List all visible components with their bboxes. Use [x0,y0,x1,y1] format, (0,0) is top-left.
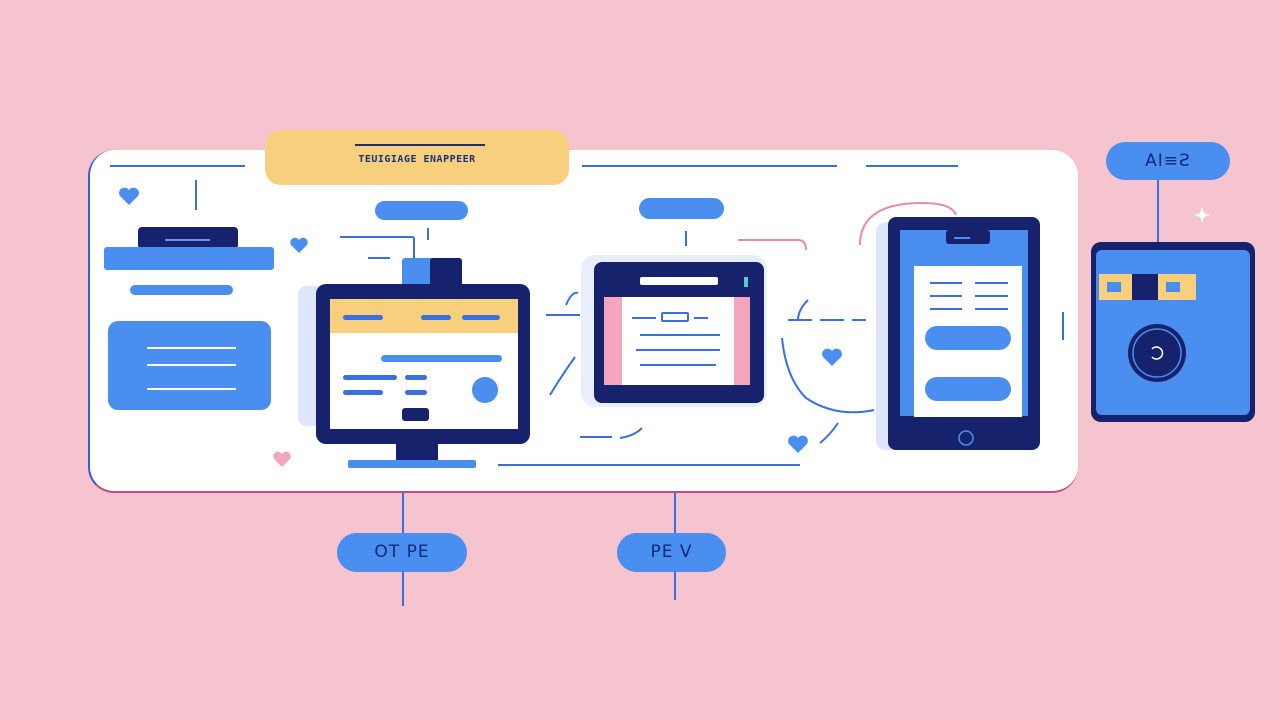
heart-icon [822,348,842,366]
heart-icon [119,187,139,205]
sparkle-icon [1194,207,1210,223]
phone-icon [876,217,1040,450]
left-card-group [104,180,274,410]
connector-pill [375,201,468,220]
monitor-icon [298,228,530,468]
heart-icon [788,435,808,453]
tablet-icon [581,255,767,407]
connector-pill [639,198,724,219]
bottom-right-label: PE V [617,533,726,572]
top-right-label: AI≡Ƨ [1106,142,1230,180]
heart-icon [273,451,291,467]
diagram-title-tab: TEUIGIAGE ENAPPEER [265,130,569,185]
connector-lines-pink [738,201,957,251]
heart-icon [290,237,308,253]
connector-lines [498,231,1064,466]
camera-icon [1091,180,1255,422]
bottom-left-label: OT PE [337,533,467,572]
diagram-title: TEUIGIAGE ENAPPEER [358,154,476,165]
title-underline [355,144,485,146]
